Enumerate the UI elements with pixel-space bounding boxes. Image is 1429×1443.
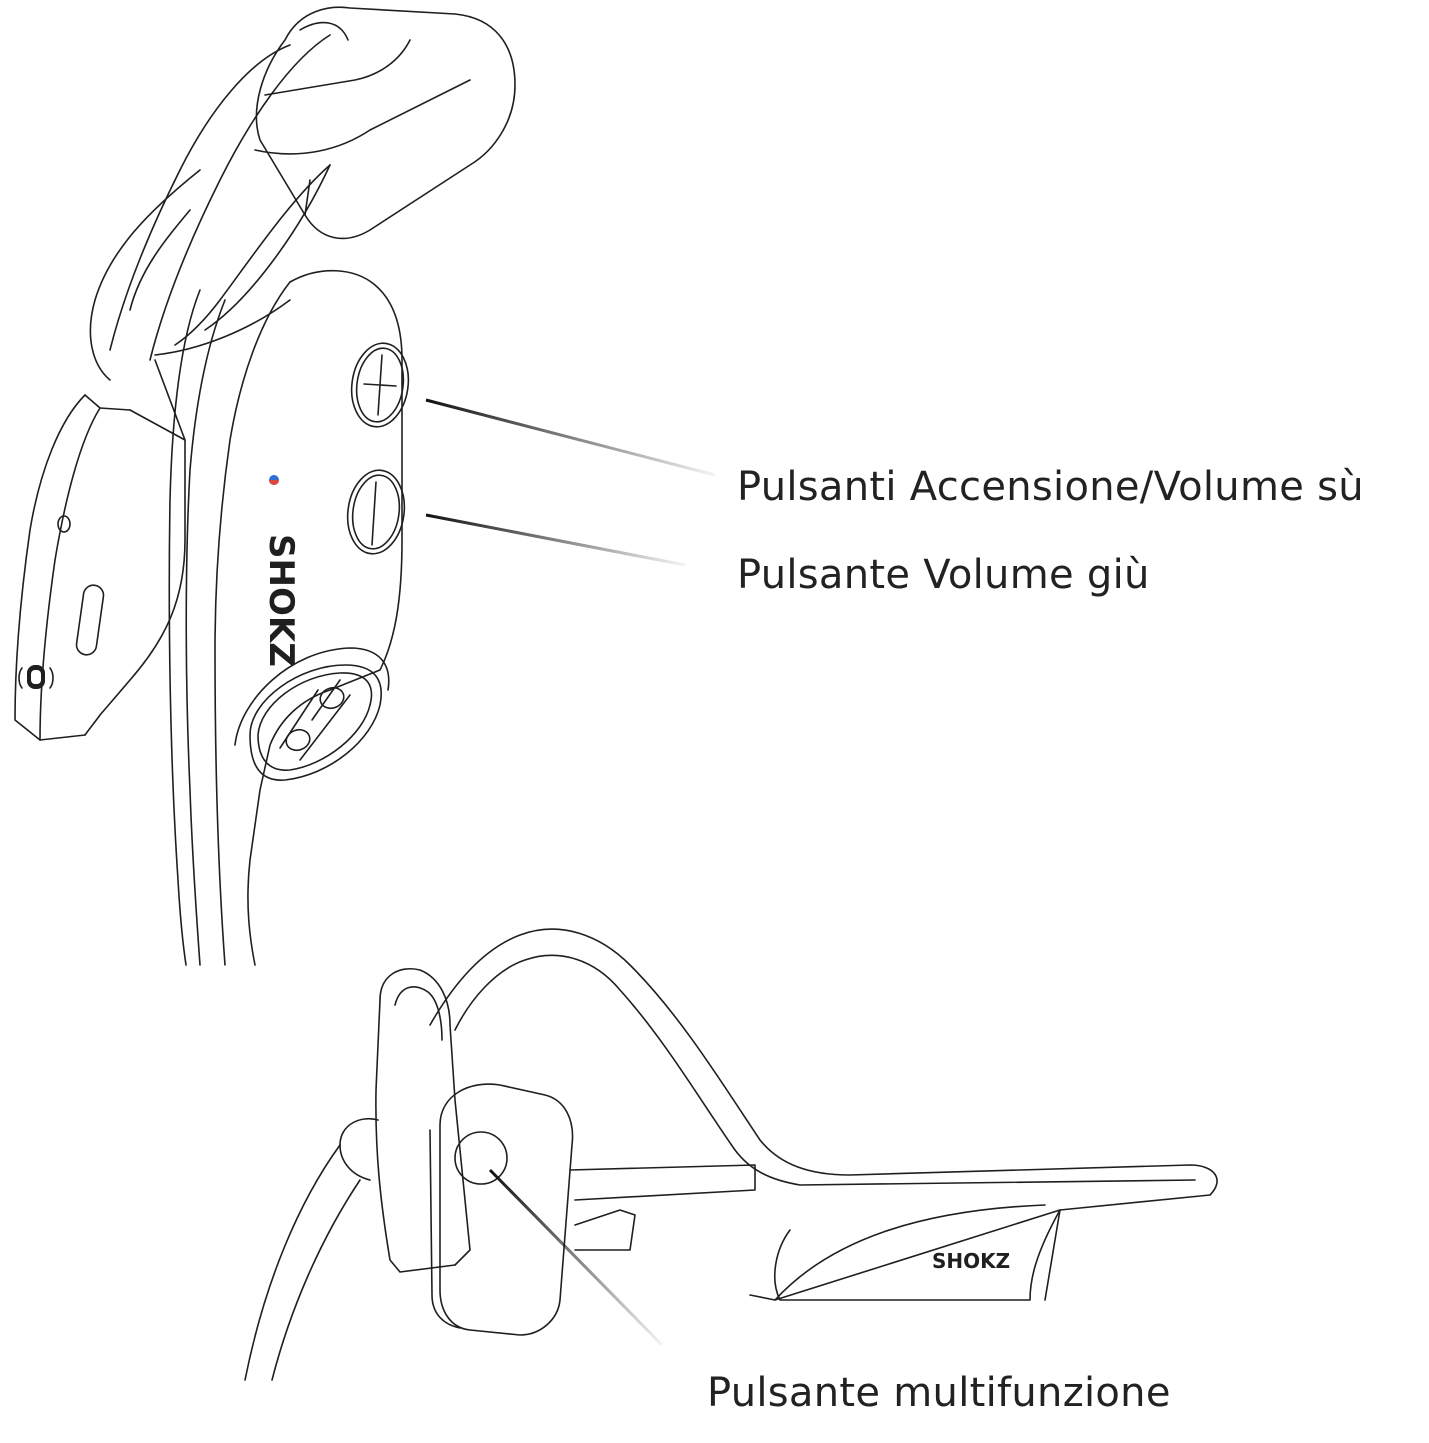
top-headphone-illustration	[15, 7, 515, 965]
side-shokz-logo: SHOKZ	[261, 534, 301, 667]
label-volume-down: Pulsante Volume giù	[737, 552, 1150, 598]
bottom-headphone-illustration	[245, 929, 1217, 1380]
side-logo-text: SHOKZ	[261, 534, 301, 667]
lower-logo-text: SHOKZ	[932, 1249, 1010, 1273]
label-multifunction: Pulsante multifunzione	[707, 1370, 1171, 1416]
multifunction-button-shape	[455, 1132, 507, 1184]
label-power-volume-up: Pulsanti Accensione/Volume sù	[737, 464, 1364, 510]
callout-line-power	[426, 400, 715, 475]
callout-line-voldown	[426, 515, 685, 565]
